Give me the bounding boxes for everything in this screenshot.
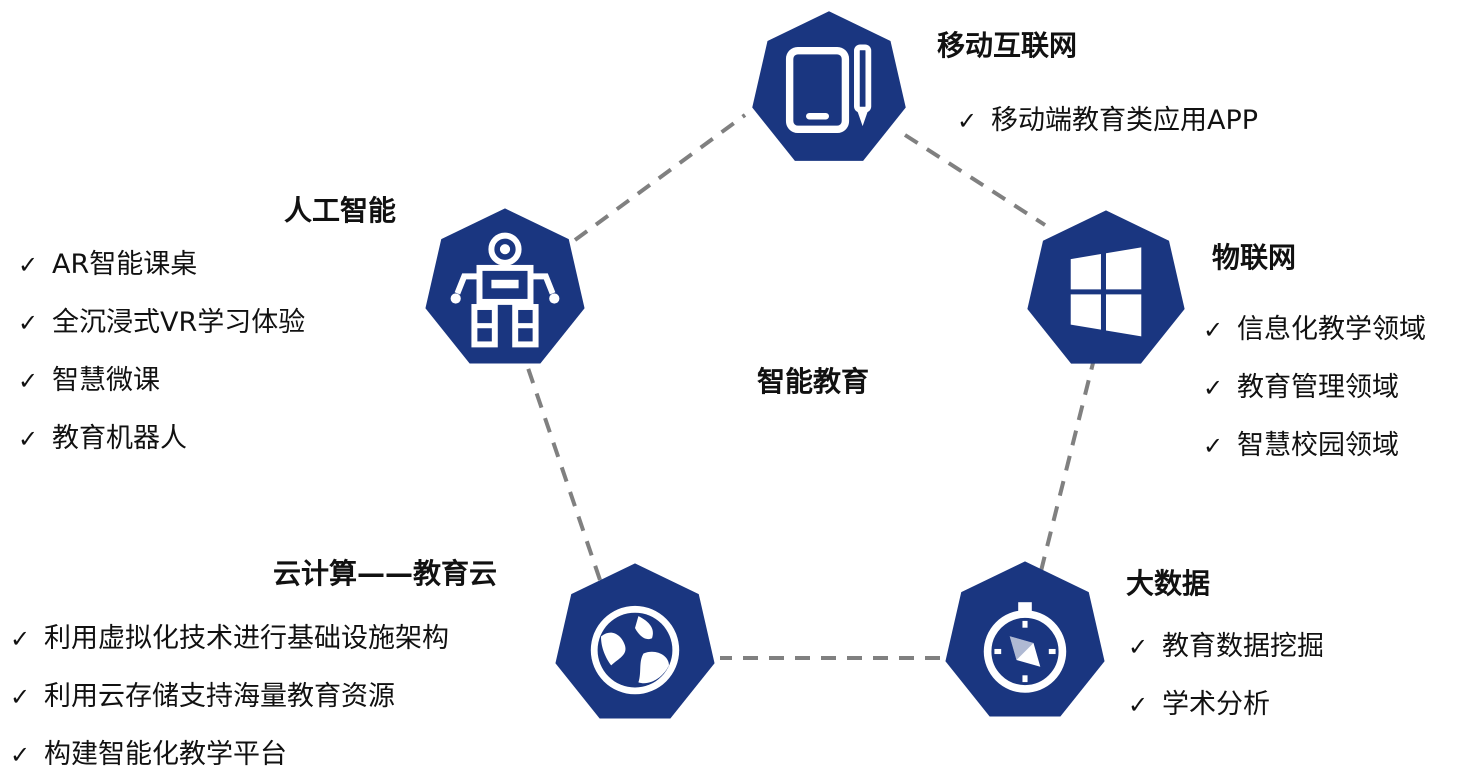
list-item: ✓智慧微课 — [18, 352, 305, 410]
check-icon: ✓ — [1203, 316, 1224, 344]
check-icon: ✓ — [10, 683, 31, 711]
check-icon: ✓ — [18, 367, 39, 395]
connector-lines — [526, 113, 1097, 660]
list-item: ✓教育机器人 — [18, 410, 305, 468]
cloud-title: 云计算——教育云 — [273, 557, 498, 590]
connector-iot-bigdata — [1038, 354, 1097, 576]
list-item: ✓移动端教育类应用APP — [957, 92, 1258, 150]
connector-ai-mobile — [573, 113, 747, 242]
check-icon: ✓ — [957, 107, 978, 135]
check-icon: ✓ — [10, 741, 31, 769]
smart-education-diagram: 智能教育 移动互联网 物联网 大数据 云计算——教育云 人工智能 ✓移动端教育类… — [10, 11, 1426, 770]
list-item: ✓利用云存储支持海量教育资源 — [10, 668, 449, 726]
list-item: ✓教育数据挖掘 — [1128, 618, 1324, 676]
ai-title: 人工智能 — [284, 194, 397, 227]
list-item: ✓构建智能化教学平台 — [10, 726, 449, 784]
list-item: ✓智慧校园领域 — [1203, 417, 1426, 475]
iot-title: 物联网 — [1212, 241, 1297, 274]
list-item: ✓学术分析 — [1128, 676, 1324, 734]
mobile-title: 移动互联网 — [937, 29, 1078, 62]
check-icon: ✓ — [18, 425, 39, 453]
list-item: ✓教育管理领域 — [1203, 359, 1426, 417]
robot-icon — [425, 208, 585, 364]
check-icon: ✓ — [1203, 432, 1224, 460]
compass-icon — [945, 561, 1105, 717]
check-icon: ✓ — [1128, 691, 1149, 719]
mobile-items: ✓移动端教育类应用APP — [957, 92, 1258, 150]
check-icon: ✓ — [18, 309, 39, 337]
center-title: 智能教育 — [757, 365, 870, 398]
ai-items: ✓AR智能课桌 ✓全沉浸式VR学习体验 ✓智慧微课 ✓教育机器人 — [18, 236, 305, 468]
check-icon: ✓ — [1203, 374, 1224, 402]
list-item: ✓AR智能课桌 — [18, 236, 305, 294]
bigdata-title: 大数据 — [1126, 567, 1211, 600]
connector-cloud-ai — [526, 367, 602, 581]
bigdata-items: ✓教育数据挖掘 ✓学术分析 — [1128, 618, 1324, 734]
connector-mobile-iot — [903, 133, 1047, 227]
cloud-items: ✓利用虚拟化技术进行基础设施架构 ✓利用云存储支持海量教育资源 ✓构建智能化教学… — [10, 610, 449, 784]
list-item: ✓全沉浸式VR学习体验 — [18, 294, 305, 352]
iot-items: ✓信息化教学领域 ✓教育管理领域 ✓智慧校园领域 — [1203, 301, 1426, 475]
windows-icon — [1027, 210, 1185, 364]
check-icon: ✓ — [18, 251, 39, 279]
list-item: ✓利用虚拟化技术进行基础设施架构 — [10, 610, 449, 668]
check-icon: ✓ — [10, 625, 31, 653]
globe-icon — [555, 563, 715, 719]
tablet-pen-icon — [752, 11, 906, 161]
list-item: ✓信息化教学领域 — [1203, 301, 1426, 359]
check-icon: ✓ — [1128, 633, 1149, 661]
